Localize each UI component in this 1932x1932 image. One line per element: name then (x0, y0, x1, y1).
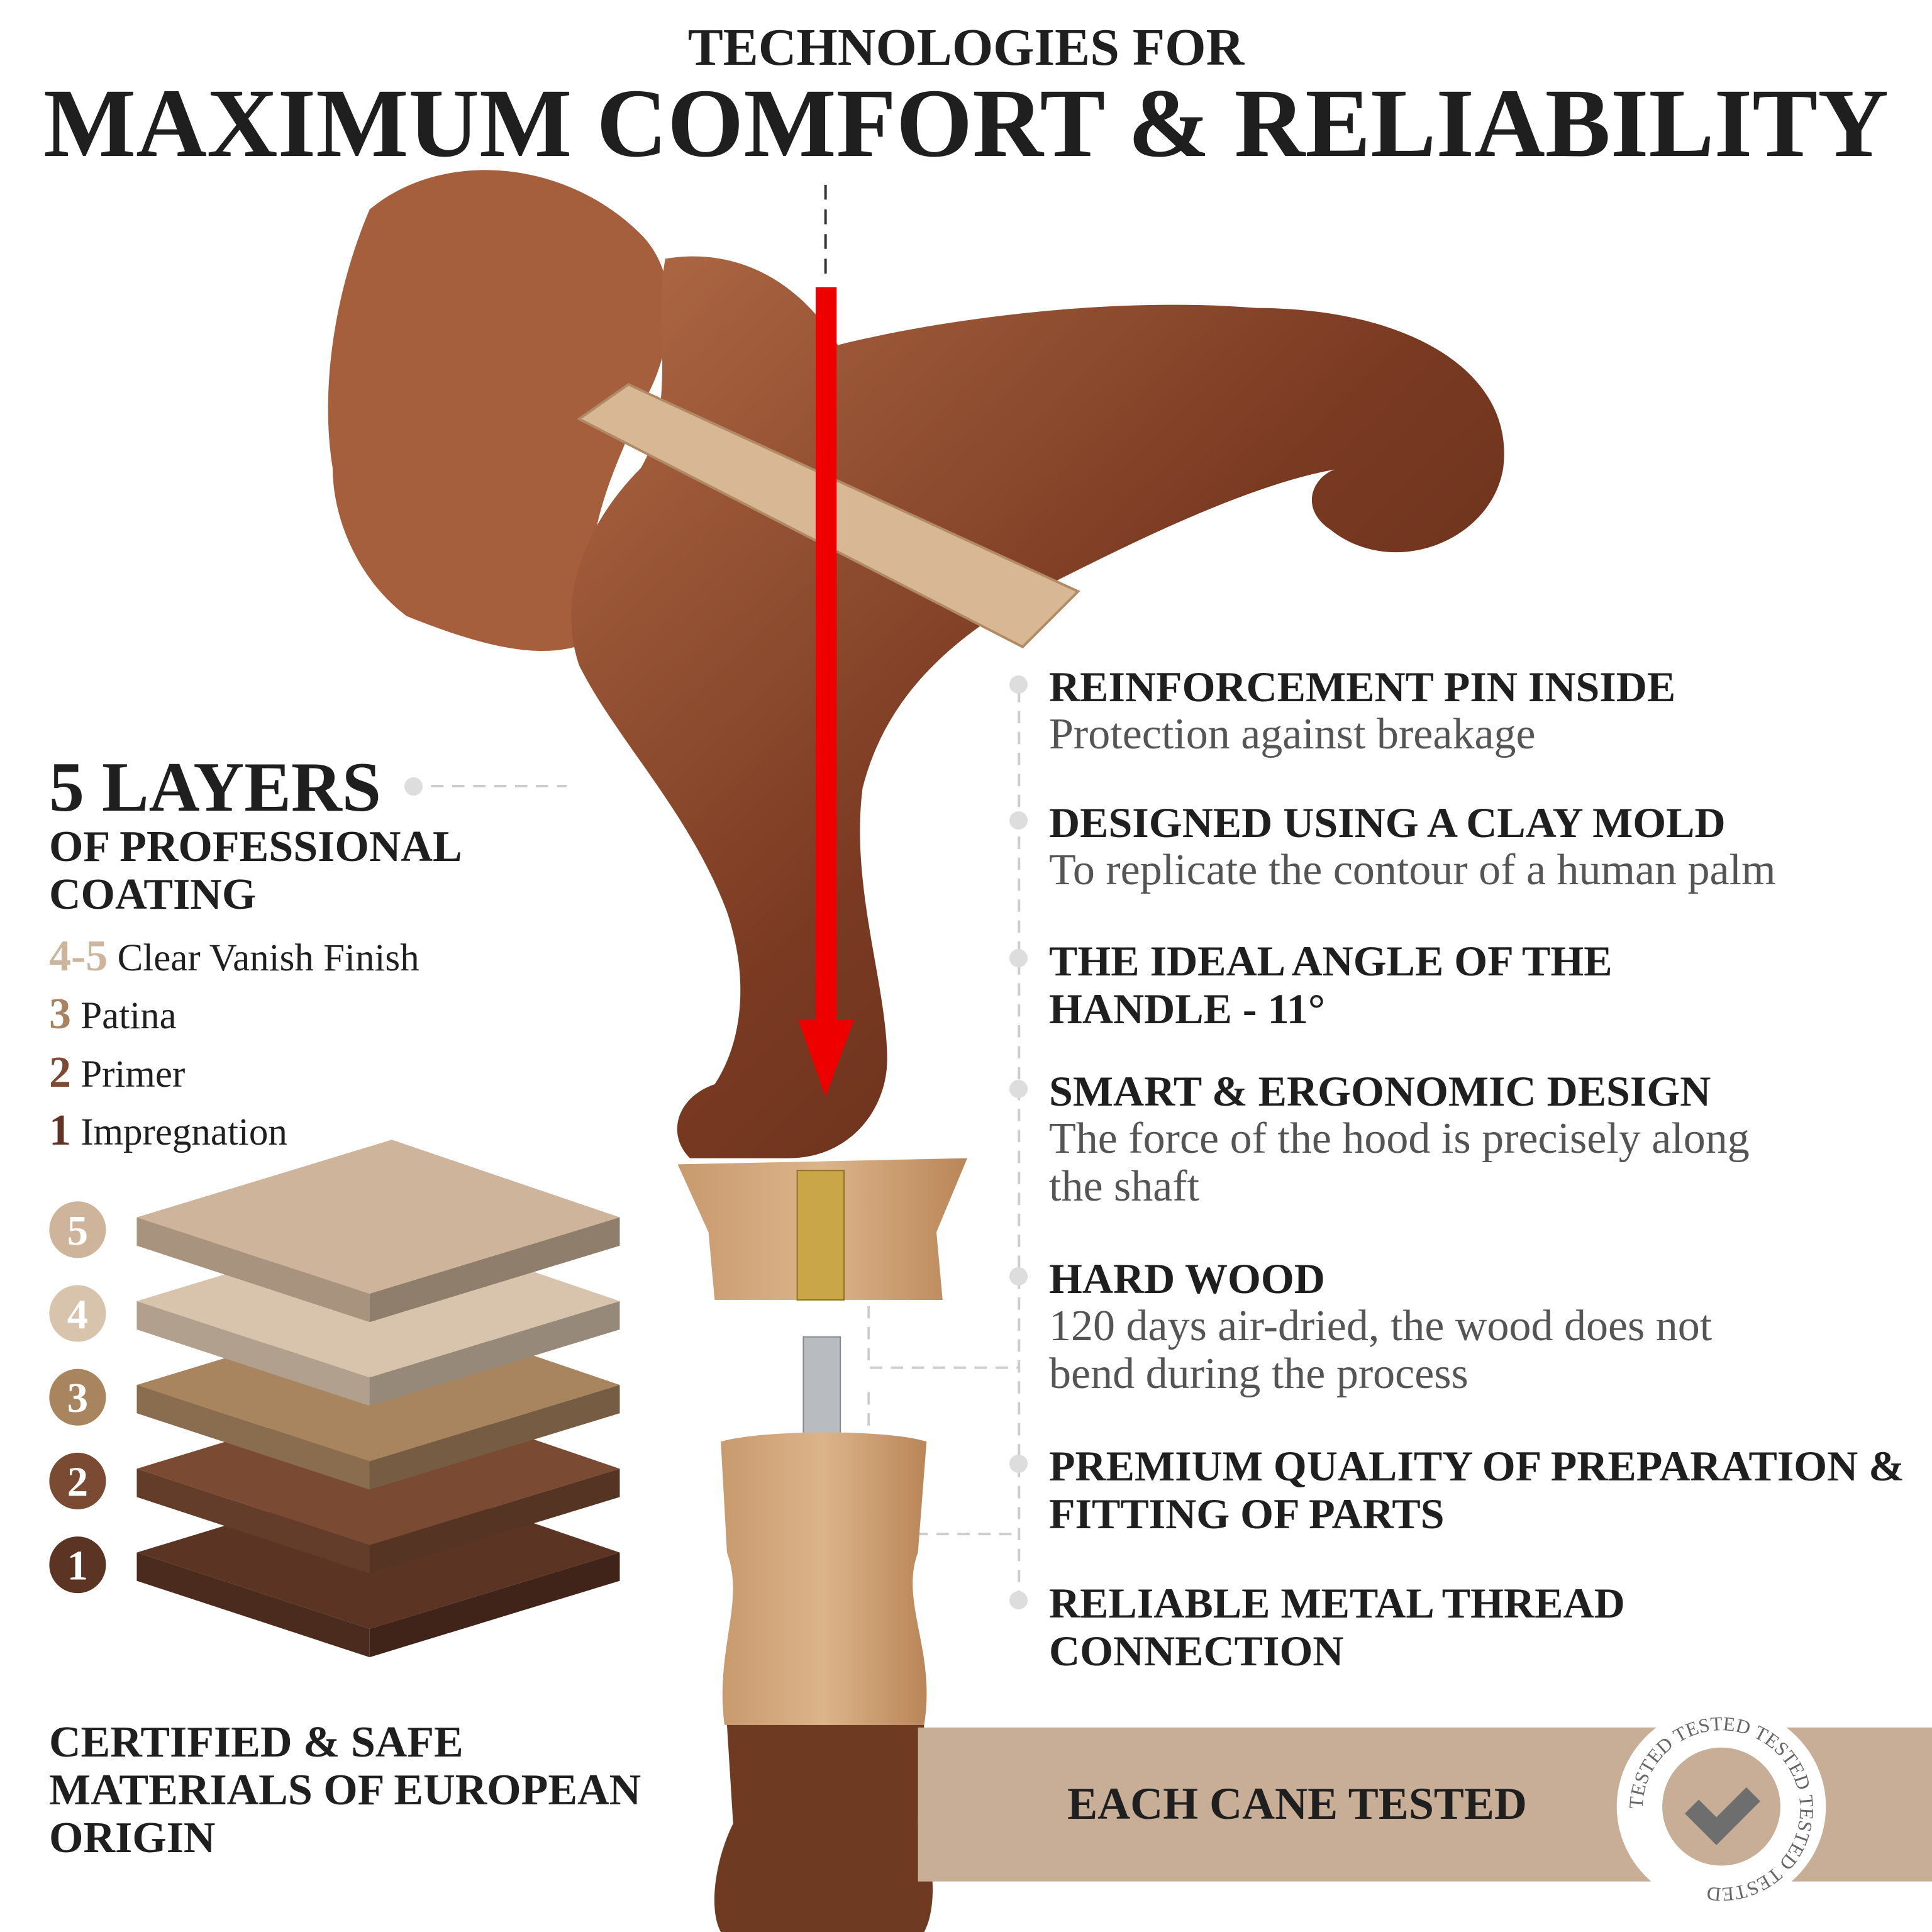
layer-num: 4-5 (49, 932, 108, 980)
tested-badge: TESTED TESTED TESTED TESTED TESTED (1616, 1706, 1826, 1908)
feature-handle-angle: THE IDEAL ANGLE OF THE HANDLE - 11° (1049, 937, 1690, 1033)
feature-subtitle: 120 days air-dried, the wood does not be… (1049, 1302, 1713, 1398)
layer-num: 3 (49, 990, 71, 1038)
svg-text:4: 4 (67, 1292, 88, 1338)
layer-label: Patina (80, 995, 177, 1037)
layer-item: 1 Impregnation (49, 1106, 287, 1156)
layer-item: 2 Primer (49, 1048, 185, 1098)
feature-title: THE IDEAL ANGLE OF THE HANDLE - 11° (1049, 937, 1613, 1033)
feature-bullet (1009, 675, 1028, 694)
layer-num: 1 (49, 1106, 71, 1155)
brass-insert (796, 1170, 845, 1301)
svg-text:3: 3 (67, 1375, 88, 1421)
svg-text:2: 2 (67, 1459, 88, 1505)
layer-item: 3 Patina (49, 989, 177, 1040)
feature-bullet (1009, 1591, 1028, 1609)
layer-number-badge: 5 (49, 1201, 106, 1258)
shaft-lower (714, 1724, 933, 1932)
layer-number-badge: 1 (49, 1536, 106, 1594)
layer-item: 4-5 Clear Vanish Finish (49, 931, 419, 982)
layer-number-badge: 4 (49, 1285, 106, 1342)
layers-subheading: OF PROFESSIONAL COATING (49, 823, 460, 919)
feature-bullet (1009, 811, 1028, 830)
feature-title: DESIGNED USING A CLAY MOLD (1049, 799, 1726, 847)
feature-bullet (1009, 1267, 1028, 1285)
feature-title: RELIABLE METAL THREAD CONNECTION (1049, 1579, 1625, 1675)
layer-plates: 1 2 3 4 5 (49, 1140, 620, 1658)
layer-label: Clear Vanish Finish (117, 937, 419, 979)
feature-hard-wood: HARD WOOD 120 days air-dried, the wood d… (1049, 1255, 1779, 1398)
feature-title: REINFORCEMENT PIN INSIDE (1049, 663, 1676, 711)
feature-subtitle: The force of the hood is precisely along… (1049, 1114, 1750, 1211)
svg-text:5: 5 (67, 1208, 88, 1254)
layers-heading: 5 LAYERS (49, 748, 382, 826)
red-arrow-icon (798, 184, 854, 1097)
layer-number-badge: 2 (49, 1452, 106, 1509)
certified-text: CERTIFIED & SAFE MATERIALS OF EUROPEAN O… (49, 1718, 641, 1862)
shaft-joint (721, 1432, 927, 1725)
feature-title: SMART & ERGONOMIC DESIGN (1049, 1067, 1711, 1115)
layer-label: Impregnation (80, 1111, 287, 1153)
checkmark-icon (1684, 1787, 1760, 1845)
banner-label: EACH CANE TESTED (1067, 1779, 1527, 1829)
header-title: MAXIMUM COMFORT & RELIABILITY (43, 69, 1889, 177)
feature-bullet (1009, 949, 1028, 967)
feature-subtitle: To replicate the contour of a human palm (1049, 846, 1776, 894)
header-line-1: TECHNOLOGIES FOR (687, 18, 1245, 77)
svg-text:1: 1 (67, 1543, 88, 1589)
layer-number-badge: 3 (49, 1368, 106, 1426)
feature-bullet (1009, 1455, 1028, 1473)
feature-subtitle: Protection against breakage (1049, 710, 1536, 758)
feature-ergonomic-design: SMART & ERGONOMIC DESIGN The force of th… (1049, 1067, 1766, 1211)
feature-thread-connection: RELIABLE METAL THREAD CONNECTION (1049, 1579, 1665, 1675)
feature-title: HARD WOOD (1049, 1255, 1325, 1302)
layers-bullet (404, 777, 423, 796)
feature-clay-mold: DESIGNED USING A CLAY MOLD To replicate … (1049, 799, 1923, 894)
feature-premium-quality: PREMIUM QUALITY OF PREPARATION & FITTING… (1049, 1442, 1923, 1538)
layer-label: Primer (80, 1053, 186, 1096)
feature-bullet (1009, 1080, 1028, 1098)
handle-head (328, 170, 670, 652)
layer-plate-5 (136, 1140, 620, 1323)
feature-title: PREMIUM QUALITY OF PREPARATION & FITTING… (1049, 1442, 1904, 1538)
layer-num: 2 (49, 1048, 71, 1097)
feature-reinforcement-pin: REINFORCEMENT PIN INSIDE Protection agai… (1049, 663, 1917, 758)
